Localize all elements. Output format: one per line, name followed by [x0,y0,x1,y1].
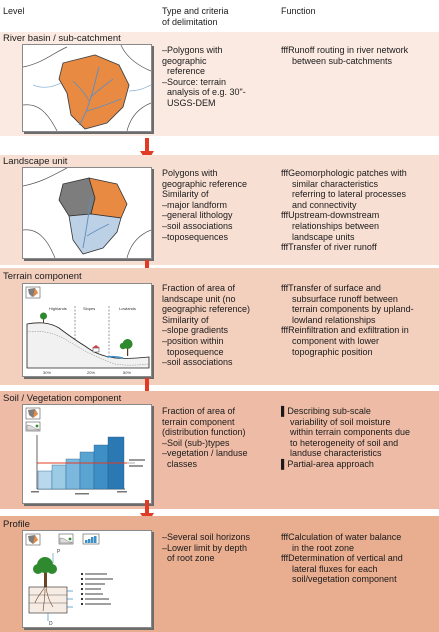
level-name-soil-vegetation: Soil / Vegetation component [3,393,122,404]
catchment-map-panel [22,44,152,132]
function-soil-vegetation: ▌Describing sub-scale variability of soi… [281,406,411,469]
mini-terrain-icon [58,533,74,545]
distribution-bar [51,464,67,490]
tree-icon [119,339,133,356]
tree-icon [40,312,47,323]
function-river-basin: fffRunoff routing in river network betwe… [281,45,409,66]
function-terrain-component: fffTransfer of surface and subsurface ru… [281,283,414,357]
terrain-percent-slopes: 20% [87,370,95,375]
criteria-profile: –Several soil horizons –Lower limit by d… [162,532,251,564]
criteria-landscape-unit: Polygons with geographic reference Simil… [162,168,248,242]
function-profile: fffCalculation of water balance in the r… [281,532,403,585]
criteria-soil-vegetation: Fraction of area of terrain component (d… [162,406,248,469]
sub-catchment-polygon [58,54,130,130]
distribution-chart [25,407,145,495]
criteria-terrain-component: Fraction of area of landscape unit (no g… [162,283,251,368]
mini-terrain-icon [25,421,41,432]
function-landscape-unit: fffGeomorphologic patches with similar c… [281,168,407,253]
svg-text:D: D [49,621,53,627]
terrain-percent-highlands: 30% [43,370,51,375]
header-function: Function [281,6,316,16]
level-name-landscape-unit: Landscape unit [3,156,68,167]
soil-profile: P D [25,533,113,627]
terrain-profile-panel: Highlands Slopes Lowlands 30% 20% 50% [22,283,152,377]
mini-distribution-icon [82,533,100,545]
landscape-unit-map [22,167,152,259]
mini-map-icon [25,407,41,420]
terrain-profile: Highlands Slopes Lowlands 30% 20% 50% [25,286,150,375]
distribution-bar [93,444,109,490]
terrain-label-highlands: Highlands [49,306,67,311]
header-level: Level [3,6,25,16]
terrain-percent-lowlands: 50% [123,370,131,375]
landscape-unit-panel [22,167,152,259]
profile-legend [81,573,113,605]
level-name-terrain-component: Terrain component [3,271,82,282]
mini-map-icon [25,533,41,546]
landscape-unit-orange [88,177,128,219]
terrain-label-lowlands: Lowlands [119,306,136,311]
level-name-profile: Profile [3,519,30,530]
svg-text:P: P [57,549,61,555]
level-name-river-basin: River basin / sub-catchment [3,33,121,44]
terrain-label-slopes: Slopes [83,306,95,311]
house-icon [92,345,100,353]
header-type-criteria: Type and criteria of delimitation [162,6,229,27]
catchment-map [22,44,152,132]
tree-icon [33,557,57,587]
distribution-panel [22,404,152,504]
distribution-bar [79,451,95,490]
criteria-river-basin: –Polygons with geographic reference –Sou… [162,45,246,108]
mini-map-icon [25,286,41,299]
profile-panel: P D [22,530,152,628]
landscape-unit-blue [68,213,122,255]
distribution-bar [65,458,81,490]
distribution-bar [37,470,53,490]
